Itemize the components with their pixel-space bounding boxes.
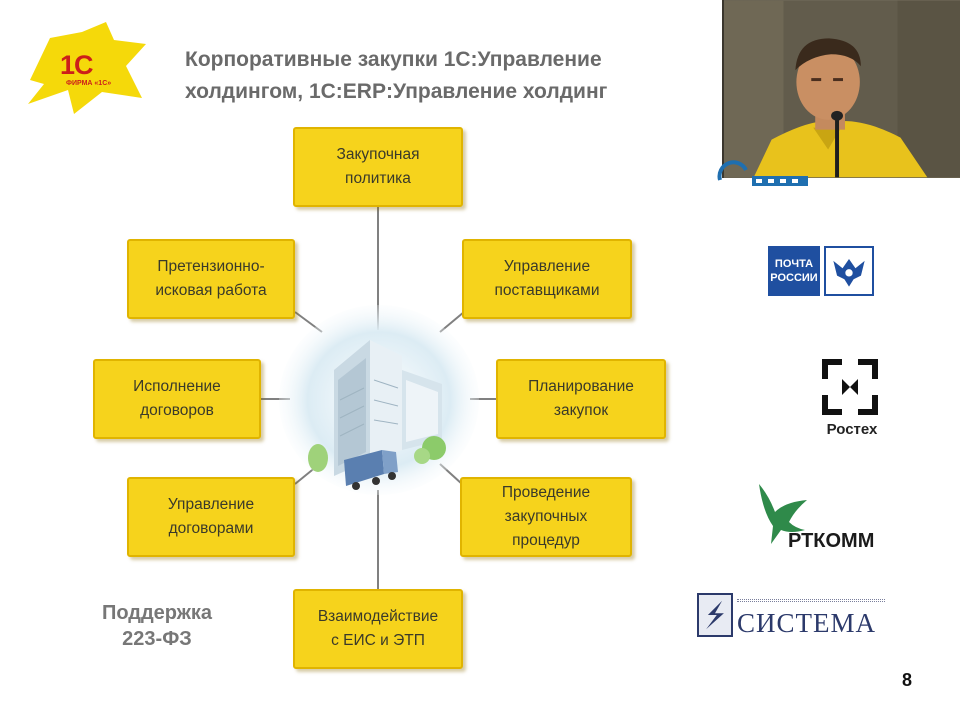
node-eis-line1: Взаимодействие [317, 608, 439, 625]
1c-logo-text: 1С [60, 50, 94, 80]
node-contracts-line2: договорами [168, 520, 254, 537]
support-223-line1: Поддержка [101, 602, 213, 624]
node-procedures: Проведение закупочных процедур [460, 477, 632, 557]
sistema-mark-icon [697, 593, 733, 637]
pochta-rossii-logo: ПОЧТА РОССИИ [768, 246, 876, 298]
node-purchase-policy: Закупочная политика [293, 127, 463, 207]
1c-logo: 1С ФИРМА «1С» [22, 18, 152, 118]
node-suppliers-line2: поставщиками [494, 282, 600, 299]
support-223-line2: 223-ФЗ [122, 628, 192, 650]
pochta-rossii-name: ПОЧТА РОССИИ [768, 246, 820, 296]
presenter-figure-icon [724, 0, 960, 178]
rostec-name: Ростех [826, 421, 878, 438]
slide-title-line2: холдингом, 1С:ERP:Управление холдинг [185, 80, 608, 103]
node-execution: Исполнение договоров [93, 359, 261, 439]
node-claims: Претензионно- исковая работа [127, 239, 295, 319]
slide-title: Корпоративные закупки 1С:Управление холд… [185, 44, 725, 108]
sistema-logo: СИСТЕМА [697, 593, 892, 639]
support-223-label: Поддержка 223-ФЗ [78, 600, 236, 652]
node-execution-line2: договоров [140, 402, 214, 419]
node-claims-line2: исковая работа [155, 282, 267, 299]
node-procedures-line2: закупочных [504, 508, 588, 525]
partial-logo-icon [716, 160, 812, 192]
node-purchase-policy-line1: Закупочная [336, 146, 420, 163]
center-building-illustration [272, 300, 487, 500]
rtkomm-bird-icon [759, 484, 807, 544]
truck-icon [344, 450, 398, 490]
1c-logo-subtitle: ФИРМА «1С» [66, 80, 112, 87]
node-claims-line1: Претензионно- [157, 258, 265, 275]
rtkomm-logo: РТКОММ [755, 482, 890, 554]
double-eagle-icon [824, 246, 874, 296]
rtkomm-name: РТКОММ [788, 530, 875, 552]
node-purchase-policy-line2: политика [345, 170, 411, 187]
node-procedures-line1: Проведение [501, 484, 591, 501]
node-contracts-line1: Управление [167, 496, 255, 513]
1c-logo-splash-icon [28, 22, 146, 114]
node-procedures-line3: процедур [512, 532, 580, 549]
node-suppliers: Управление поставщиками [462, 239, 632, 319]
sistema-decor-line [737, 599, 885, 602]
node-contracts: Управление договорами [127, 477, 295, 557]
node-eis: Взаимодействие с ЕИС и ЭТП [293, 589, 463, 669]
sistema-name: СИСТЕМА [737, 608, 877, 638]
slide-title-line1: Корпоративные закупки 1С:Управление [185, 48, 602, 71]
page-number: 8 [902, 670, 913, 690]
node-planning: Планирование закупок [496, 359, 666, 439]
node-planning-line2: закупок [553, 402, 609, 419]
node-eis-line2: с ЕИС и ЭТП [331, 632, 425, 649]
node-suppliers-line1: Управление [503, 258, 591, 275]
rostec-logo: Ростех [812, 355, 892, 445]
rostec-mark-icon [822, 359, 878, 415]
node-execution-line1: Исполнение [133, 378, 221, 395]
node-planning-line1: Планирование [528, 378, 634, 395]
presenter-video [722, 0, 960, 178]
